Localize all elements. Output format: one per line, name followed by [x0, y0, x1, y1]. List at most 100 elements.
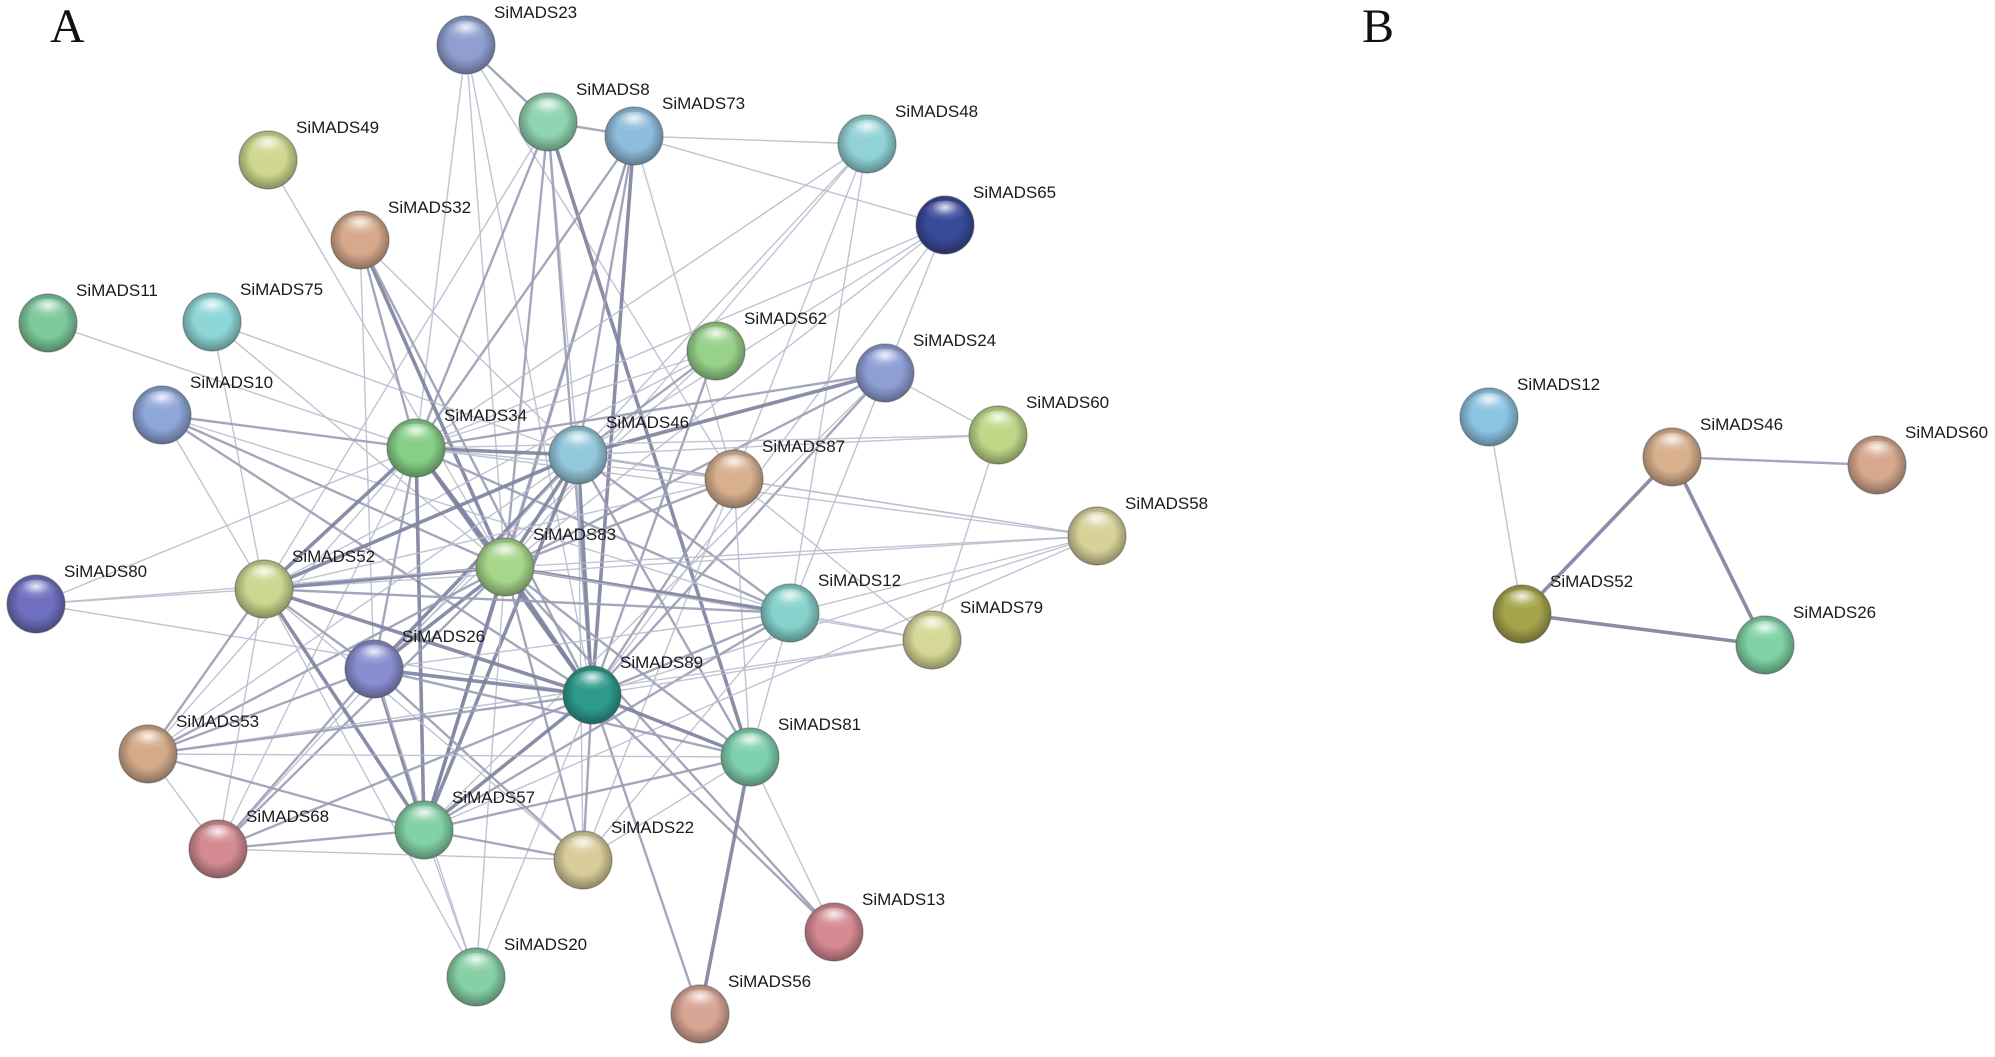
node-simads23[interactable]: SiMADS23	[436, 3, 577, 75]
edge-simads48-simads46	[577, 143, 868, 456]
node-simads83[interactable]: SiMADS83	[475, 525, 616, 597]
node-simads48[interactable]: SiMADS48	[837, 102, 978, 174]
edge-simads46-simads81	[576, 453, 752, 759]
node-simads52[interactable]: SiMADS52	[1492, 572, 1633, 644]
node-highlight	[977, 410, 1019, 435]
node-label: SiMADS20	[504, 935, 587, 954]
node-label: SiMADS60	[1026, 393, 1109, 412]
node-simads56[interactable]: SiMADS56	[670, 972, 811, 1044]
edge-simads60-simads34	[415, 434, 999, 449]
node-highlight	[339, 215, 381, 241]
panel-b-letter: B	[1362, 0, 1394, 53]
node-label: SiMADS46	[1700, 415, 1783, 434]
node-simads34[interactable]: SiMADS34	[386, 406, 527, 478]
edge-simads68-simads22	[217, 848, 584, 861]
edge-simads10-simads52	[161, 414, 265, 590]
edge-simads8-simads52	[263, 121, 549, 590]
node-simads22[interactable]: SiMADS22	[553, 818, 694, 890]
node-simads13[interactable]: SiMADS13	[804, 890, 945, 962]
node-label: SiMADS48	[895, 102, 978, 121]
node-simads49[interactable]: SiMADS49	[238, 118, 379, 190]
node-simads81[interactable]: SiMADS81	[720, 715, 861, 787]
node-simads53[interactable]: SiMADS53	[118, 712, 259, 784]
node-simads8[interactable]: SiMADS8	[518, 80, 650, 152]
node-simads57[interactable]: SiMADS57	[394, 788, 535, 860]
node-simads10[interactable]: SiMADS10	[132, 373, 273, 445]
node-label: SiMADS56	[728, 972, 811, 991]
node-simads32[interactable]: SiMADS32	[330, 198, 471, 270]
edge-simads81-simads13	[749, 756, 835, 933]
node-simads52[interactable]: SiMADS52	[234, 547, 375, 619]
edge-simads75-simads52	[211, 321, 265, 590]
edge-simads26-simads53	[146, 667, 376, 756]
node-label: SiMADS81	[778, 715, 861, 734]
node-highlight	[679, 989, 721, 1014]
edge-simads79-simads89	[591, 639, 933, 696]
node-simads20[interactable]: SiMADS20	[446, 935, 587, 1007]
node-highlight	[562, 835, 604, 860]
node-simads75[interactable]: SiMADS75	[182, 280, 323, 352]
node-highlight	[141, 390, 183, 415]
node-highlight	[15, 579, 57, 604]
node-simads79[interactable]: SiMADS79	[902, 598, 1043, 670]
edge-simads58-simads89	[591, 535, 1098, 696]
node-simads46[interactable]: SiMADS46	[1642, 415, 1783, 487]
edge-simads89-simads57	[422, 693, 594, 832]
node-label: SiMADS23	[494, 3, 577, 22]
edge-simads12-simads89	[590, 611, 792, 697]
edge-simads46-simads89	[576, 453, 594, 697]
node-simads68[interactable]: SiMADS68	[188, 807, 329, 879]
edge-simads52-simads53	[146, 587, 266, 756]
node-simads24[interactable]: SiMADS24	[855, 331, 996, 403]
node-label: SiMADS13	[862, 890, 945, 909]
node-highlight	[484, 542, 526, 567]
node-simads26[interactable]: SiMADS26	[344, 627, 485, 699]
node-simads60[interactable]: SiMADS60	[968, 393, 1109, 465]
node-highlight	[813, 907, 855, 932]
node-simads26[interactable]: SiMADS26	[1735, 603, 1876, 675]
node-highlight	[864, 348, 906, 373]
node-label: SiMADS75	[240, 280, 323, 299]
edge-simads52-simads12	[262, 587, 792, 615]
edge-simads12-simads22	[582, 612, 791, 861]
node-simads60[interactable]: SiMADS60	[1847, 423, 1988, 495]
node-highlight	[455, 952, 497, 977]
node-label: SiMADS87	[762, 437, 845, 456]
node-simads65[interactable]: SiMADS65	[915, 183, 1056, 255]
edge-simads53-simads57	[146, 752, 426, 832]
node-label: SiMADS53	[176, 712, 259, 731]
edge-simads75-simads83	[211, 321, 506, 568]
edge-simads80-simads52	[35, 588, 265, 605]
node-simads12[interactable]: SiMADS12	[1459, 375, 1600, 447]
node-highlight	[353, 644, 395, 669]
edge-simads52-simads26	[1520, 612, 1767, 647]
node-label: SiMADS79	[960, 598, 1043, 617]
node-simads87[interactable]: SiMADS87	[704, 437, 845, 509]
node-simads80[interactable]: SiMADS80	[6, 562, 147, 634]
node-highlight	[1744, 620, 1786, 645]
edge-simads83-simads68	[216, 565, 507, 851]
edge-simads60-simads79	[931, 434, 999, 641]
node-label: SiMADS80	[64, 562, 147, 581]
node-simads58[interactable]: SiMADS58	[1067, 494, 1208, 566]
node-highlight	[713, 454, 755, 479]
node-simads11[interactable]: SiMADS11	[18, 281, 158, 353]
node-simads62[interactable]: SiMADS62	[686, 309, 827, 381]
node-simads46[interactable]: SiMADS46	[548, 413, 689, 485]
node-highlight	[27, 298, 69, 323]
node-label: SiMADS8	[576, 80, 650, 99]
node-simads12[interactable]: SiMADS12	[760, 571, 901, 643]
edge-simads12-simads26	[373, 612, 791, 670]
edge-simads8-simads83	[503, 120, 550, 569]
node-label: SiMADS10	[190, 373, 273, 392]
edge-simads89-simads20	[475, 694, 593, 978]
node-label: SiMADS12	[818, 571, 901, 590]
node-simads89[interactable]: SiMADS89	[562, 653, 703, 725]
node-simads73[interactable]: SiMADS73	[604, 94, 745, 166]
node-label: SiMADS89	[620, 653, 703, 672]
edge-simads73-simads65	[633, 135, 946, 226]
edge-simads79-simads53	[147, 639, 933, 755]
node-highlight	[1501, 589, 1543, 614]
